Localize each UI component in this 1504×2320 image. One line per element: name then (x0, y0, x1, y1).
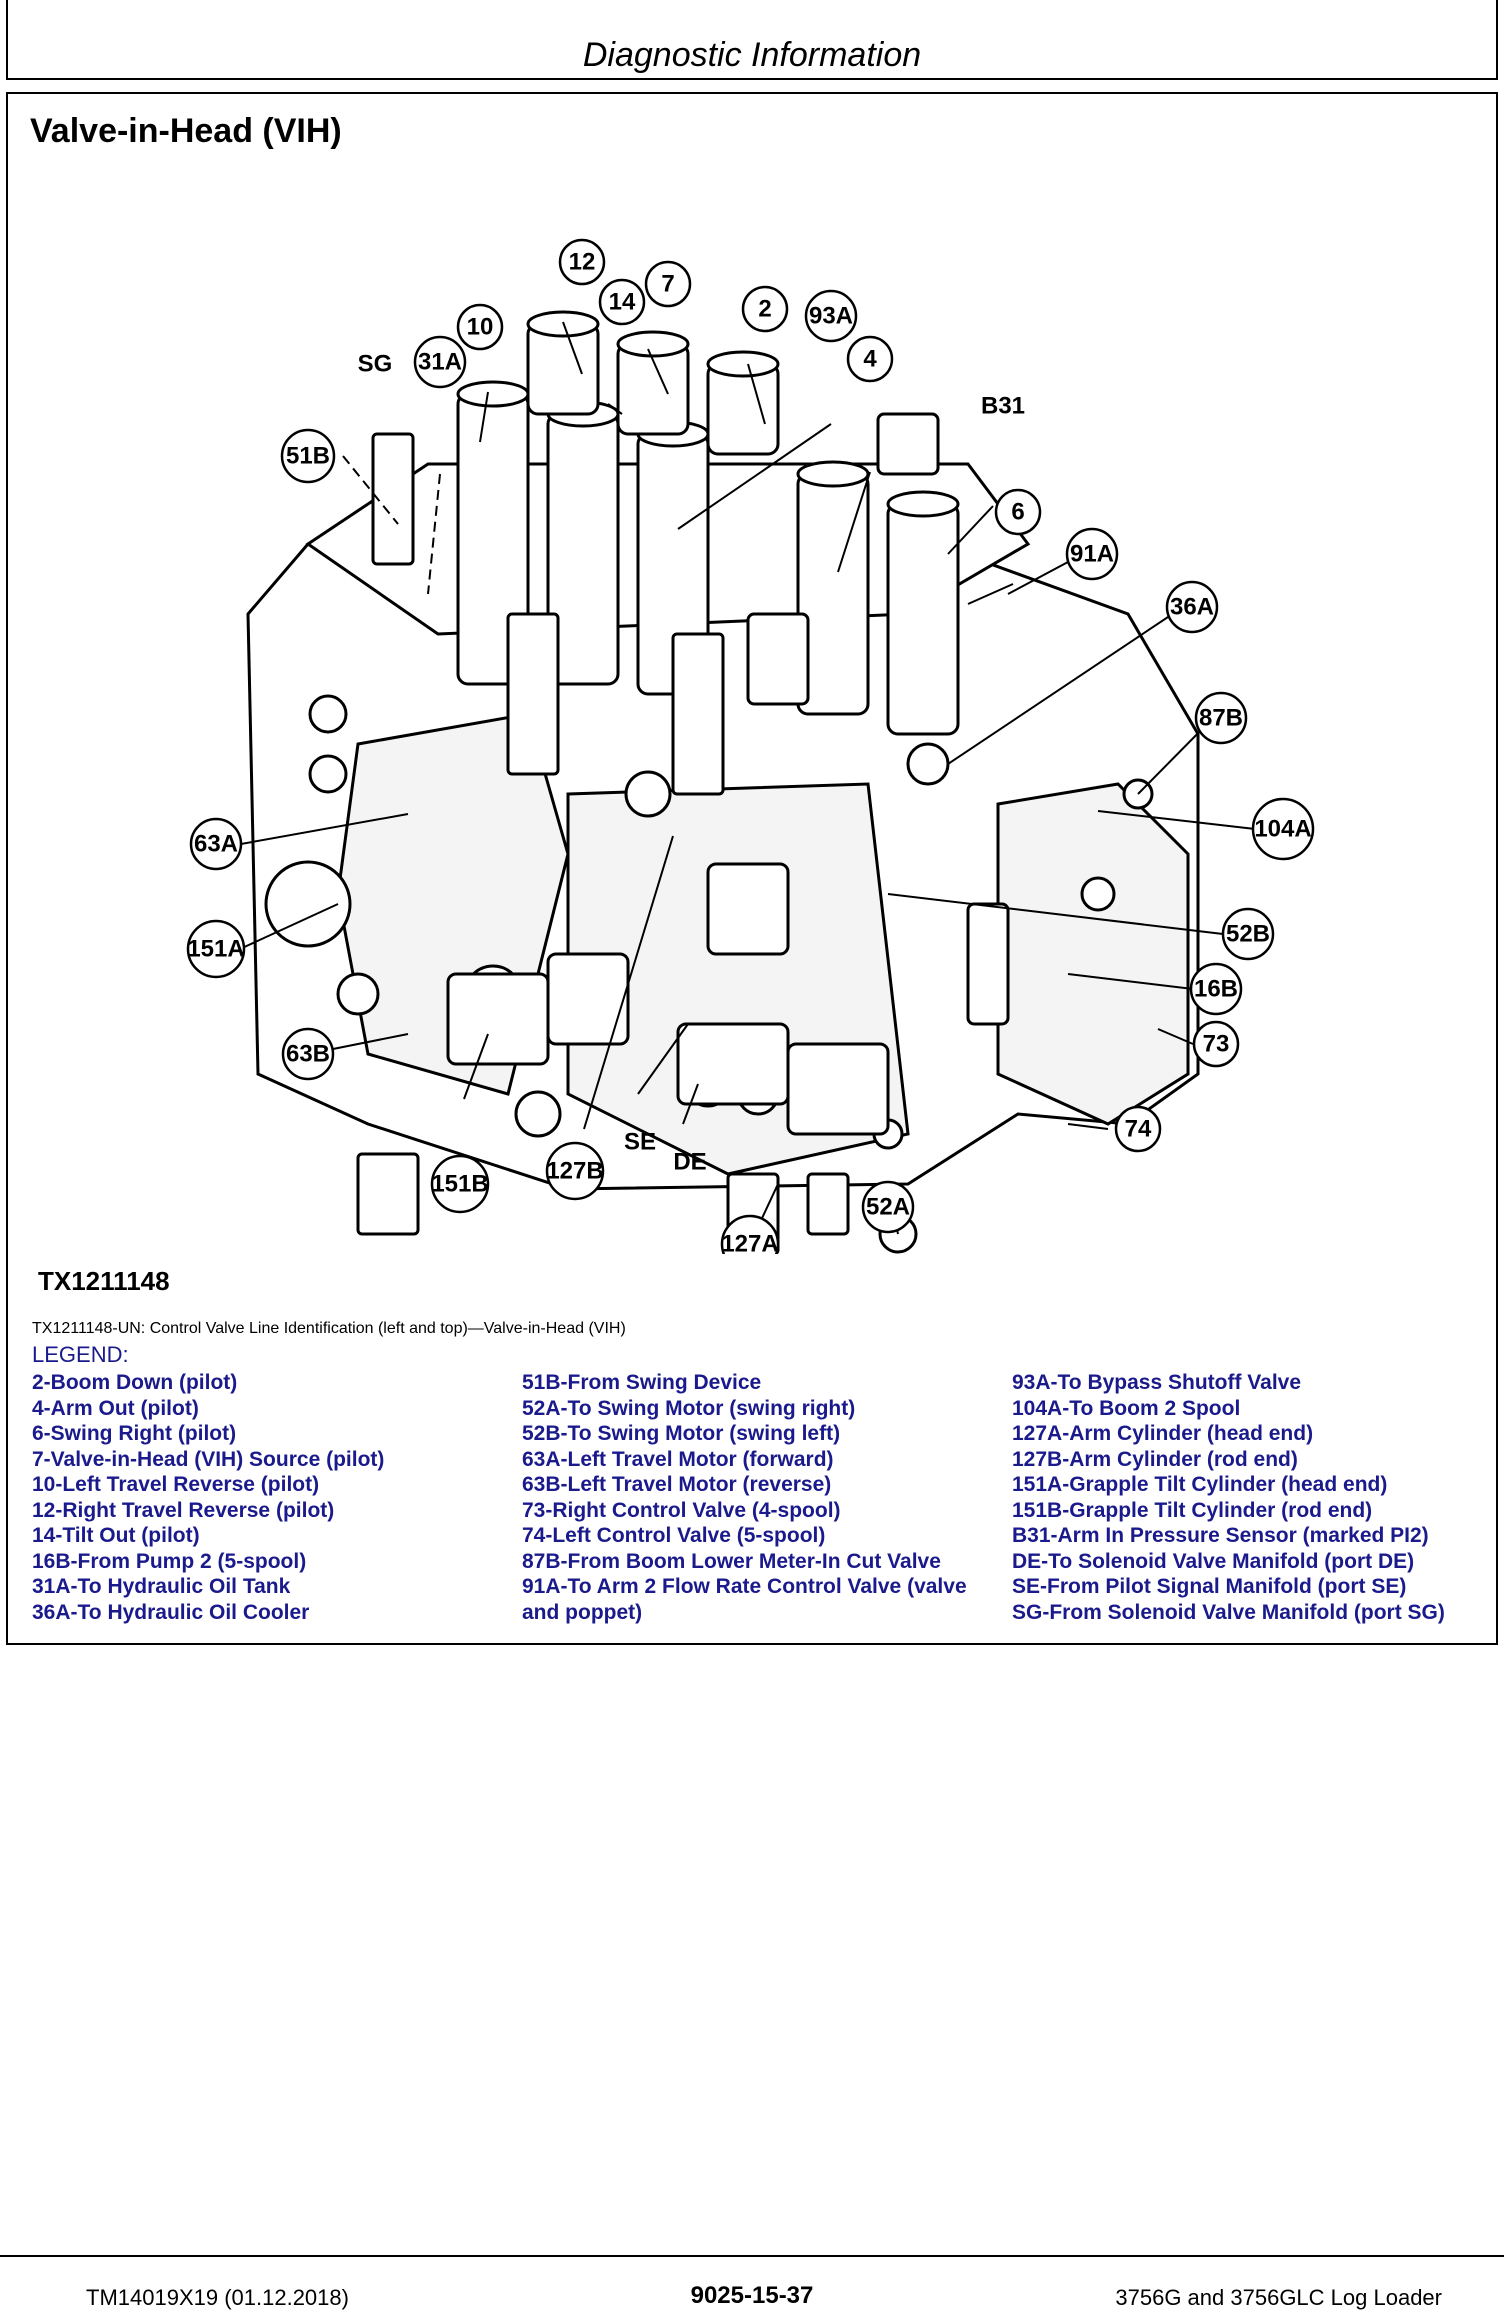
callout-12: 12 (569, 248, 596, 275)
legend-item: 52A-To Swing Motor (swing right) (522, 1396, 856, 1420)
callout-sg: SG (358, 350, 393, 377)
legend-item: 12-Right Travel Reverse (pilot) (32, 1498, 335, 1522)
callout-10: 10 (467, 313, 494, 340)
callout-de: DE (673, 1148, 706, 1175)
legend-item: 52B-To Swing Motor (swing left) (522, 1422, 841, 1445)
legend-item: 51B-From Swing Device (522, 1371, 762, 1394)
legend-item: 151A-Grapple Tilt Cylinder (head end) (1012, 1473, 1388, 1496)
callout-6: 6 (1011, 498, 1024, 525)
callout-74: 74 (1125, 1115, 1152, 1142)
legend-item: 74-Left Control Valve (5-spool) (522, 1524, 826, 1547)
callout-14: 14 (609, 288, 636, 315)
figure-id: TX1211148 (38, 1266, 170, 1296)
legend-item: 31A-To Hydraulic Oil Tank (32, 1575, 291, 1598)
legend-item: B31-Arm In Pressure Sensor (marked PI2) (1012, 1524, 1429, 1547)
footer-page-number: 9025-15-37 (690, 2282, 814, 2309)
page-header: Diagnostic Information (6, 0, 1498, 80)
legend-item: 2-Boom Down (pilot) (32, 1371, 238, 1394)
callout-36a: 36A (1170, 593, 1214, 620)
callout-31a: 31A (418, 348, 462, 375)
legend-item: 16B-From Pump 2 (5-spool) (32, 1549, 307, 1573)
callout-127a: 127A (721, 1230, 778, 1254)
valve-diagram: 12 14 7 2 93A 10 4 SG 31A B31 51B 6 91A … (186, 238, 1315, 1254)
callout-151a: 151A (187, 935, 244, 962)
figure-panel: Valve-in-Head (VIH) (6, 92, 1498, 1645)
callout-16b: 16B (1194, 975, 1238, 1002)
legend-item: 6-Swing Right (pilot) (32, 1422, 237, 1445)
callout-63b: 63B (286, 1040, 330, 1067)
legend-item: 91A-To Arm 2 Flow Rate Control Valve (va… (522, 1575, 967, 1598)
legend-item: 87B-From Boom Lower Meter-In Cut Valve (522, 1549, 941, 1573)
callout-151b: 151B (431, 1170, 488, 1197)
callout-51b: 51B (286, 442, 330, 469)
legend-column-3: 93A-To Bypass Shutoff Valve 104A-To Boom… (1012, 1370, 1482, 1625)
callout-52a: 52A (866, 1193, 910, 1220)
callout-73: 73 (1203, 1030, 1230, 1057)
callout-52b: 52B (1226, 920, 1270, 947)
legend-column-1: 2-Boom Down (pilot) 4-Arm Out (pilot) 6-… (32, 1370, 502, 1625)
callout-63a: 63A (194, 830, 238, 857)
callout-127b: 127B (546, 1157, 603, 1184)
legend-item: SG-From Solenoid Valve Manifold (port SG… (1012, 1600, 1445, 1624)
footer-manual-id: TM14019X19 (01.12.2018) (86, 2285, 349, 2310)
footer-divider (0, 2255, 1504, 2257)
legend-item: 63B-Left Travel Motor (reverse) (522, 1473, 832, 1496)
legend-item: 93A-To Bypass Shutoff Valve (1012, 1371, 1302, 1394)
legend-item: 7-Valve-in-Head (VIH) Source (pilot) (32, 1447, 385, 1471)
header-title: Diagnostic Information (582, 36, 922, 74)
legend-item: 63A-Left Travel Motor (forward) (522, 1447, 834, 1471)
callout-104a: 104A (1254, 815, 1311, 842)
callout-93a: 93A (809, 302, 853, 329)
callout-4: 4 (863, 345, 877, 372)
legend-title: LEGEND: (32, 1342, 129, 1367)
legend-item: 127A-Arm Cylinder (head end) (1012, 1422, 1314, 1445)
legend-item: DE-To Solenoid Valve Manifold (port DE) (1012, 1549, 1415, 1573)
callout-87b: 87B (1199, 704, 1243, 731)
legend-column-2: 51B-From Swing Device 52A-To Swing Motor… (522, 1370, 992, 1625)
legend-item: 151B-Grapple Tilt Cylinder (rod end) (1012, 1498, 1373, 1522)
legend-item: and poppet) (522, 1600, 643, 1624)
figure-caption: TX1211148-UN: Control Valve Line Identif… (32, 1320, 626, 1337)
legend-item: 73-Right Control Valve (4-spool) (522, 1498, 841, 1522)
legend-item: 104A-To Boom 2 Spool (1012, 1396, 1241, 1420)
legend-item: 36A-To Hydraulic Oil Cooler (32, 1600, 310, 1624)
valve-body (246, 310, 1200, 1254)
callout-7: 7 (661, 270, 674, 297)
section-title: Valve-in-Head (VIH) (30, 112, 342, 150)
legend-item: 127B-Arm Cylinder (rod end) (1012, 1447, 1298, 1471)
footer-product-name: 3756G and 3756GLC Log Loader (1115, 2285, 1442, 2310)
callout-se: SE (624, 1128, 656, 1155)
legend-item: SE-From Pilot Signal Manifold (port SE) (1012, 1575, 1407, 1598)
callout-b31: B31 (981, 392, 1025, 419)
legend-item: 4-Arm Out (pilot) (32, 1396, 199, 1420)
callout-2: 2 (758, 295, 771, 322)
legend-item: 14-Tilt Out (pilot) (32, 1524, 200, 1547)
callout-91a: 91A (1070, 540, 1114, 567)
callout-labels: 12 14 7 2 93A 10 4 SG 31A B31 51B 6 91A … (186, 238, 1315, 1254)
legend-item: 10-Left Travel Reverse (pilot) (32, 1473, 320, 1496)
